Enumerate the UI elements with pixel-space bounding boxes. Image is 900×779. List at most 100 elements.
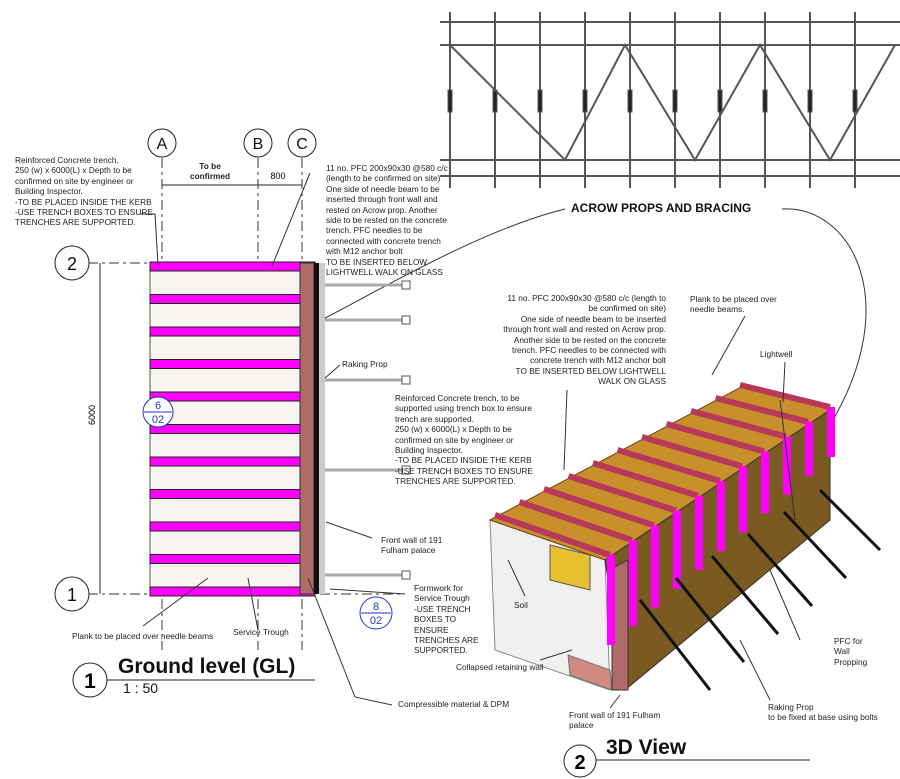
note-3d-collapsed-wall: Collapsed retaining wall — [456, 662, 544, 672]
needle-beam-3d — [567, 473, 677, 514]
pfc-wall-propping — [761, 451, 769, 514]
raking-prop-3d — [674, 577, 746, 663]
front-wall-plan — [299, 262, 315, 595]
grid-label-1: 1 — [67, 585, 77, 605]
service-trough-formwork — [549, 544, 591, 591]
view-number-2: 2 — [574, 752, 585, 774]
needle-beam — [149, 294, 316, 304]
pfc-wall-propping — [629, 540, 637, 627]
pfc-wall-propping — [651, 525, 659, 608]
section-ref-8-num: 8 — [373, 601, 379, 613]
prop-base-plate — [401, 280, 411, 290]
grid-bubbles — [54, 128, 317, 612]
pfc-wall-propping — [695, 495, 703, 570]
prop-sleeve — [537, 89, 543, 113]
pfc-wall-propping — [805, 421, 813, 476]
needle-beam-3d — [714, 395, 809, 425]
acrow-leader-left — [324, 208, 566, 319]
needle-beam — [149, 391, 316, 402]
acrow-props-elevation — [440, 12, 900, 188]
section-ref-6-02[interactable] — [142, 396, 174, 428]
pfc-wall-propping — [673, 510, 681, 589]
formwork-strip — [319, 263, 325, 594]
grid-label-2: 2 — [67, 254, 77, 274]
pfc-wall-propping — [827, 407, 835, 457]
prop-sleeve — [807, 89, 813, 113]
needle-beam — [149, 261, 316, 272]
dimension-to-be-confirmed: To be confirmed — [190, 161, 231, 182]
prop-sleeve — [582, 89, 588, 113]
section-ref-8-02[interactable] — [359, 596, 393, 630]
grid-label-b: B — [253, 136, 264, 153]
note-service-trough: Service Trough — [233, 627, 289, 637]
section-ref-8-sheet: 02 — [370, 615, 382, 627]
prop-sleeve — [627, 89, 633, 113]
needle-beam — [149, 326, 316, 337]
prop-sleeve — [762, 89, 768, 113]
plan-leaders — [140, 172, 406, 706]
needle-beam — [149, 424, 316, 434]
prop-sleeve — [492, 89, 498, 113]
prop-base-plate — [401, 315, 411, 325]
note-3d-pfc-wall: PFC for Wall Propping — [834, 636, 868, 667]
dimension-800: 800 — [270, 171, 285, 181]
view-scale: 1 : 50 — [123, 680, 159, 696]
front-wall-edge — [611, 559, 629, 691]
raking-prop-3d — [710, 555, 780, 635]
needle-beam — [149, 521, 316, 532]
raking-prop-3d — [818, 488, 882, 552]
raking-prop-3d — [782, 510, 848, 580]
prop-base-plate — [401, 570, 411, 580]
needle-beam-3d — [543, 486, 655, 529]
note-formwork: Formwork for Service Trough -USE TRENCH … — [414, 583, 479, 656]
prop-sleeve — [447, 89, 453, 113]
section-ref-6-num: 6 — [155, 400, 161, 412]
prop-base-plate — [401, 465, 411, 475]
note-pfc-needles: 11 no. PFC 200x90x30 @580 c/c (length to… — [326, 163, 448, 278]
raking-prop-3d — [638, 599, 712, 691]
note-3d-plank: Plank to be placed over needle beams. — [690, 294, 777, 315]
section-ref-6-sheet: 02 — [152, 414, 164, 426]
needle-beam-3d — [690, 408, 787, 440]
isometric-3d-model — [488, 382, 882, 691]
prop-sleeve — [852, 89, 858, 113]
view-title-3d: 3D View — [606, 736, 687, 759]
note-concrete-trench: Reinforced Concrete trench, 250 (w) x 60… — [15, 155, 153, 228]
note-front-wall: Front wall of 191 Fulham palace — [381, 535, 443, 556]
view-number-1: 1 — [84, 670, 96, 693]
pfc-wall-propping — [783, 436, 791, 495]
prop-sleeve — [672, 89, 678, 113]
dimension-6000: 6000 — [87, 405, 97, 425]
needle-beam-3d — [616, 447, 721, 484]
acrow-props-label: ACROW PROPS AND BRACING — [571, 201, 752, 215]
prop-sleeve — [717, 89, 723, 113]
3d-leaders — [507, 315, 801, 709]
needle-beam-3d — [665, 421, 765, 455]
view-title: Ground level (GL) — [118, 655, 296, 678]
note-plank: Plank to be placed over needle beams — [72, 631, 214, 641]
note-3d-front-wall: Front wall of 191 Fulham palace — [569, 710, 661, 731]
needle-beam-3d — [739, 382, 831, 410]
note-raking-prop: Raking Prop — [342, 359, 388, 369]
note-3d-soil: Soil — [514, 600, 528, 610]
raking-props-plan — [325, 280, 411, 580]
note-3d-lightwell: Lightwell — [760, 349, 793, 359]
note-3d-trench: Reinforced Concrete trench, to be suppor… — [395, 393, 533, 487]
needle-beam — [149, 359, 316, 369]
wall-face — [314, 263, 319, 594]
needle-beam-3d — [494, 512, 611, 558]
needle-beam-3d — [592, 460, 699, 499]
acrow-leader — [781, 208, 867, 426]
needle-beam — [149, 586, 316, 597]
grid-label-a: A — [157, 136, 168, 153]
needle-beam — [149, 489, 316, 499]
grid-label-c: C — [296, 136, 308, 153]
pfc-wall-propping — [717, 481, 725, 551]
pfc-wall-propping — [739, 466, 747, 533]
dimension-lines — [99, 184, 302, 594]
note-3d-pfc: 11 no. PFC 200x90x30 @580 c/c (length to… — [503, 293, 666, 387]
needle-beam-3d — [641, 434, 743, 470]
raking-prop-3d — [746, 533, 814, 607]
